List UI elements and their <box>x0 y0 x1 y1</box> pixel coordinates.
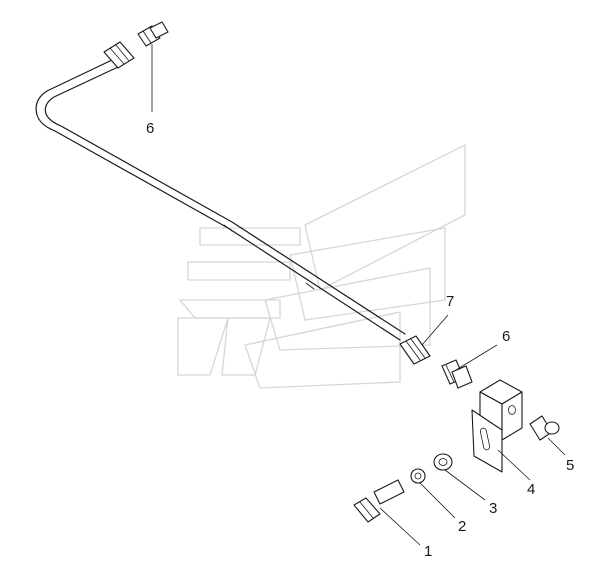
washer <box>433 453 453 471</box>
callout-7: 7 <box>446 293 454 310</box>
callout-5: 5 <box>566 457 574 474</box>
callout-1: 1 <box>424 543 432 560</box>
bottom-pipe-nut <box>399 335 431 365</box>
bolt <box>353 479 405 523</box>
upper-adapter <box>137 21 169 47</box>
top-pipe-nut <box>103 41 135 69</box>
callout-6-top: 6 <box>146 120 154 137</box>
lock-washer <box>410 468 426 484</box>
lower-adapter <box>441 359 473 389</box>
callout-4: 4 <box>527 481 535 498</box>
bracket <box>471 379 523 473</box>
watermark-logo <box>177 143 466 389</box>
pipe-assembly <box>35 41 431 365</box>
leader-lines <box>151 44 566 546</box>
callout-2: 2 <box>458 518 466 535</box>
callout-3: 3 <box>489 500 497 517</box>
grease-fitting <box>529 415 560 441</box>
callout-6-bottom: 6 <box>502 328 510 345</box>
